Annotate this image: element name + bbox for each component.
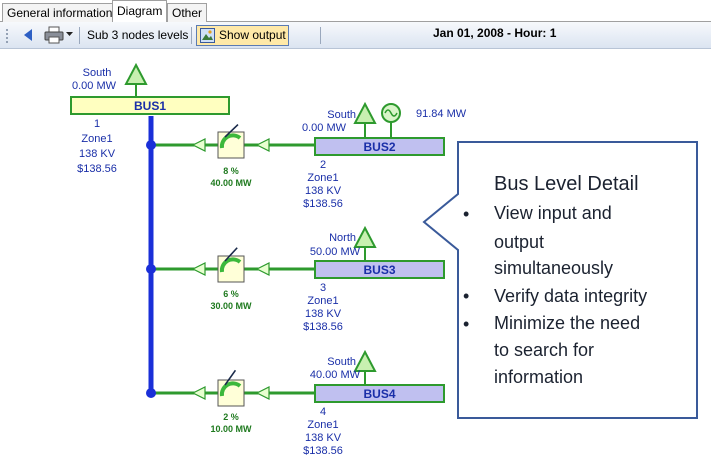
line3-percent: 2 % — [223, 412, 239, 422]
bus4-voltage: 138 KV — [304, 432, 342, 444]
toolbar-grip-icon — [6, 29, 8, 43]
bus4-region: South — [327, 356, 356, 368]
junction-dot — [146, 264, 156, 274]
bus2-number: 2 — [319, 159, 327, 171]
back-arrow-icon[interactable] — [22, 28, 34, 42]
bus2-generation: 91.84 MW — [416, 108, 467, 120]
bus4-load: 40.00 MW — [309, 369, 360, 381]
bus1-voltage: 138 KV — [78, 148, 116, 160]
tab-other[interactable]: Other — [167, 3, 208, 22]
tab-diagram[interactable]: Diagram — [112, 0, 168, 22]
line3-flow: 10.00 MW — [210, 424, 252, 434]
line1-flow: 40.00 MW — [210, 178, 252, 188]
line1-percent: 8 % — [223, 166, 239, 176]
line-loading-gauge-icon[interactable] — [217, 247, 245, 283]
tab-bar: General information Diagram Other — [0, 0, 711, 22]
bus3-load-icon[interactable] — [353, 225, 377, 248]
flow-arrow-icon — [255, 138, 270, 152]
callout-bullet-1-line-2: output — [494, 232, 545, 252]
toolbar: Sub 3 nodes levels — [0, 22, 711, 49]
date-hour-label: Jan 01, 2008 - Hour: 1 — [433, 26, 557, 40]
callout-box — [422, 141, 698, 419]
show-output-button[interactable]: Show output — [196, 25, 289, 46]
bus1-number: 1 — [93, 118, 101, 130]
junction-dot — [146, 388, 156, 398]
callout-title: Bus Level Detail — [494, 173, 639, 195]
bus3-number: 3 — [319, 282, 327, 294]
bus2-voltage: 138 KV — [304, 185, 342, 197]
bus1-region: South — [82, 67, 112, 79]
callout-bullet-3-line-1: Minimize the need — [494, 313, 641, 333]
bus3-region: North — [329, 232, 356, 244]
show-output-icon — [200, 28, 215, 43]
toolbar-separator — [191, 27, 192, 44]
tab-general-information[interactable]: General information — [2, 3, 118, 22]
bus1-zone: Zone1 — [81, 133, 113, 145]
bus4-node[interactable]: BUS4 — [314, 384, 445, 403]
toolbar-separator — [320, 27, 321, 44]
toolbar-separator — [79, 27, 80, 44]
bullet-icon: • — [463, 314, 470, 334]
bus2-region: South — [327, 109, 356, 121]
callout-bullet-1-line-1: View input and — [494, 203, 612, 223]
line2-flow: 30.00 MW — [210, 301, 252, 311]
bullet-icon: • — [463, 286, 470, 306]
bus2-node[interactable]: BUS2 — [314, 137, 445, 156]
callout-bullet-2-line-1: Verify data integrity — [494, 286, 648, 306]
dropdown-arrow-icon[interactable] — [66, 32, 73, 37]
flow-arrow-icon — [191, 138, 206, 152]
bus3-node[interactable]: BUS3 — [314, 260, 445, 279]
bus1-load: 0.00 MW — [71, 80, 116, 92]
flow-arrow-icon — [255, 386, 270, 400]
callout-bullet-1-line-3: simultaneously — [494, 258, 614, 278]
callout-bullet-3-line-3: information — [494, 367, 584, 387]
bus4-zone: Zone1 — [307, 419, 339, 431]
flow-arrow-icon — [191, 262, 206, 276]
show-output-label: Show output — [219, 28, 286, 42]
flow-arrow-icon — [191, 386, 206, 400]
bus2-load: 0.00 MW — [301, 122, 346, 134]
bus3-voltage: 138 KV — [304, 308, 342, 320]
bus2-generator-icon[interactable] — [381, 103, 401, 138]
bus3-price: $138.56 — [303, 321, 343, 333]
bullet-icon: • — [463, 204, 470, 224]
bus1-node[interactable]: BUS1 — [70, 96, 230, 115]
print-icon[interactable] — [44, 26, 64, 44]
bus3-zone: Zone1 — [307, 295, 339, 307]
sub-nodes-button[interactable]: Sub 3 nodes levels — [87, 28, 189, 42]
callout-bullet-3-line-2: to search for — [494, 340, 595, 360]
bus1-price: $138.56 — [77, 163, 117, 175]
bus2-price: $138.56 — [303, 198, 343, 210]
flow-arrow-icon — [255, 262, 270, 276]
bus2-zone: Zone1 — [307, 172, 339, 184]
line-loading-gauge-icon[interactable] — [217, 123, 245, 159]
bus2-load-icon[interactable] — [353, 101, 377, 124]
line-loading-gauge-icon[interactable] — [217, 369, 245, 407]
junction-dot — [146, 140, 156, 150]
bus1-load-icon[interactable] — [124, 62, 148, 85]
bus4-number: 4 — [319, 406, 327, 418]
bus4-price: $138.56 — [303, 445, 343, 457]
bus3-load: 50.00 MW — [309, 246, 360, 258]
line2-percent: 6 % — [223, 289, 239, 299]
